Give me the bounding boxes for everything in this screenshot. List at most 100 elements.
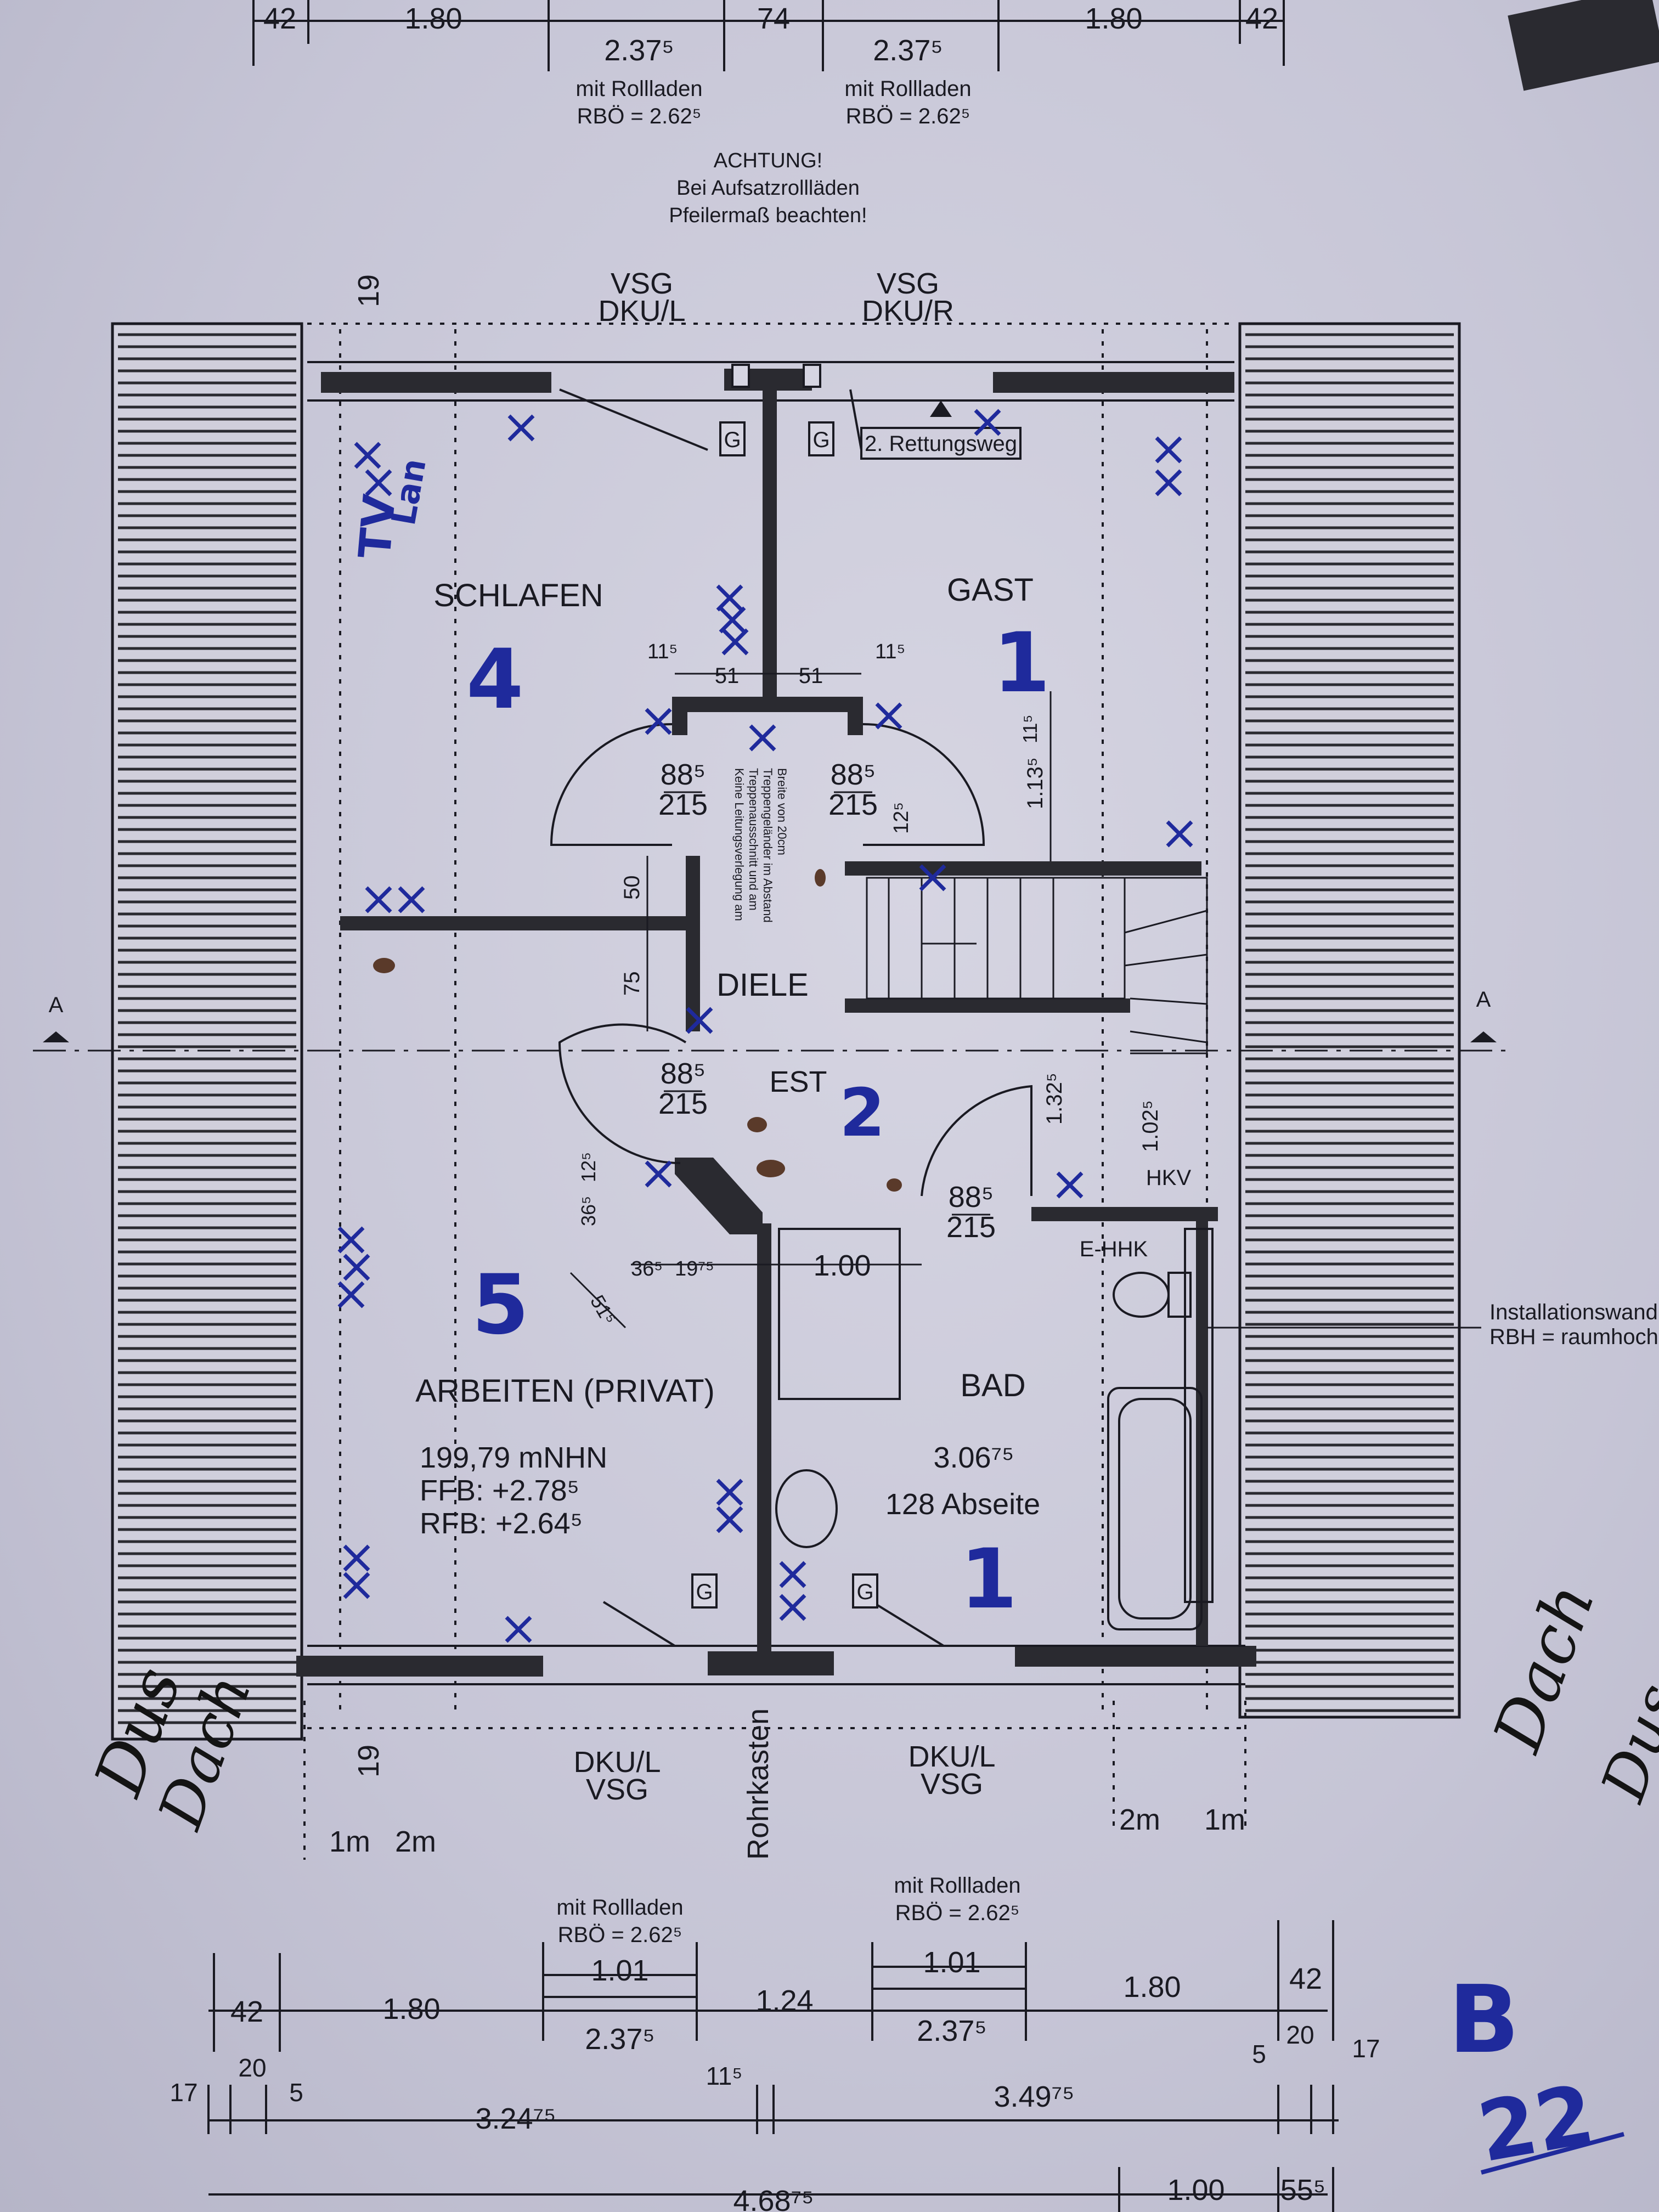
installationswand-line2: RBH = raumhoch [1489,1325,1658,1349]
g-label-4: G [856,1580,873,1604]
bottom-dim-20-left: 20 [238,2053,266,2082]
height-lines [303,1701,1246,1860]
bottom-left-window-type1: DKU/L [573,1746,661,1779]
bottom-dim-468: 4.68⁷⁵ [733,2185,814,2212]
e-hhk-label: E-HHK [1080,1237,1148,1261]
bottom-window1-rough: 1.01 [591,1954,648,1987]
shower [778,1228,901,1400]
bottom-dim-237-right: 2.37⁵ [917,2015,987,2047]
warning-line2: Bei Aufsatzrollläden [676,177,860,200]
hand-num-diele: 2 [839,1075,885,1152]
bottom-window2-note1: mit Rollladen [894,1874,1020,1898]
top-wall-19: 19 [352,274,385,307]
height-2m-left: 2m [395,1825,436,1858]
hand-num-gast: 1 [993,616,1050,711]
bottom-window1-note1: mit Rollladen [556,1895,683,1920]
bottom-dim-180-right: 1.80 [1123,1971,1181,2004]
door3-width: 88⁵ [661,1057,706,1090]
blue-x-mark [645,708,672,735]
rettungsweg-label: 2. Rettungsweg [865,432,1017,456]
section-a-left-icon [43,1031,69,1042]
dim-11-vertical: 11⁵ [1019,715,1041,743]
dim-102: 1.02⁵ [1138,1101,1163,1152]
blue-x-mark [875,702,902,730]
bottom-window2-note2: RBÖ = 2.62⁵ [895,1901,1020,1925]
bottom-dim-42-left: 42 [230,1995,263,2028]
hand-tv: TV [349,492,405,560]
blue-x-mark [365,469,392,496]
bottom-window2-rough: 1.01 [923,1946,980,1979]
blue-x-mark [1166,820,1193,848]
dim-51-left: 51 [715,664,740,688]
bad-area: 3.06⁷⁵ [933,1441,1014,1474]
hkv-label: HKV [1146,1166,1192,1190]
bottom-dim-17-left: 17 [170,2078,198,2107]
pen-right-note2: Dus [1587,1675,1659,1811]
top-window1-note2: RBÖ = 2.62⁵ [577,104,702,128]
dim-51-right: 51 [799,664,823,688]
roof-hatch-right [1238,322,1461,1719]
bottom-window1-note2: RBÖ = 2.62⁵ [558,1923,682,1947]
bottom-dim-100: 1.00 [1167,2174,1224,2207]
dim-36-horizontal: 36⁵ [631,1257,663,1280]
blue-x-mark [1056,1171,1084,1199]
dim-36-vertical: 36⁵ [577,1196,600,1226]
top-window1-width: 2.37⁵ [604,34,674,67]
dim-75: 75 [620,972,644,996]
blue-x-mark [337,1226,365,1254]
dim-12-bottom: 12⁵ [577,1152,600,1182]
washbasin [775,1469,838,1548]
blue-x-mark [1155,469,1182,496]
bottom-dimension-lines [207,1920,1339,2212]
blue-x-mark [365,886,392,913]
blue-x-mark [716,1479,743,1506]
bottom-dim-237-left: 2.37⁵ [585,2023,655,2056]
dim-11-left: 11⁵ [647,640,678,663]
hand-corner-22: 22 [1471,2067,1601,2181]
room-gast: GAST [947,572,1034,608]
dim-11-right: 11⁵ [875,640,905,663]
blue-x-mark [398,886,425,913]
arbeiten-level-ffb: FFB: +2.78⁵ [420,1474,579,1507]
blue-x-mark [716,584,743,612]
bad-abseite: 128 Abseite [885,1488,1040,1521]
top-window1-note1: mit Rollladen [575,77,702,101]
g-boxes [691,364,878,1609]
hand-corner-b: B [1448,1966,1520,2074]
bottom-left-window-type2: VSG [586,1773,648,1806]
dim-50: 50 [620,876,644,900]
top-window2-width: 2.37⁵ [873,34,943,67]
top-right-window-type1: VSG [877,267,939,300]
blue-x-mark [1155,436,1182,464]
arbeiten-level-nhn: 199,79 mNHN [420,1441,607,1474]
bottom-dim-180-left: 1.80 [382,1993,440,2025]
section-a-right-label: A [1476,988,1491,1012]
installationswand-line1: Installationswand [1489,1300,1658,1324]
top-dim-74: 74 [757,2,790,35]
bottom-dim-5-right: 5 [1252,2040,1266,2068]
blue-x-mark [919,864,946,891]
warning-line1: ACHTUNG! [714,149,822,172]
dim-1975: 19⁷⁵ [675,1257,714,1280]
warning-line3: Pfeilermaß beachten! [669,204,867,227]
rettungsweg-box [860,427,1022,460]
door2-width: 88⁵ [831,758,876,791]
blue-x-mark [505,1616,532,1643]
blue-x-mark [716,1506,743,1533]
g-label-1: G [724,428,741,452]
room-diele: DIELE [716,967,809,1003]
height-1m-left: 1m [329,1825,370,1858]
blue-x-mark [343,1544,370,1572]
door1-width: 88⁵ [661,758,706,791]
door4-height: 215 [946,1211,996,1244]
blue-x-mark [974,409,1001,436]
dim-132: 1.32⁵ [1042,1073,1066,1125]
bottom-wall-19: 19 [352,1745,385,1778]
room-arbeiten: ARBEITEN (PRIVAT) [415,1373,715,1409]
door2-height: 215 [828,788,878,821]
rohrkasten-label: Rohrkasten [742,1708,775,1860]
hand-num-bad: 1 [960,1532,1017,1627]
bottom-dim-42-right: 42 [1289,1962,1322,1995]
top-left-window-type1: VSG [611,267,673,300]
